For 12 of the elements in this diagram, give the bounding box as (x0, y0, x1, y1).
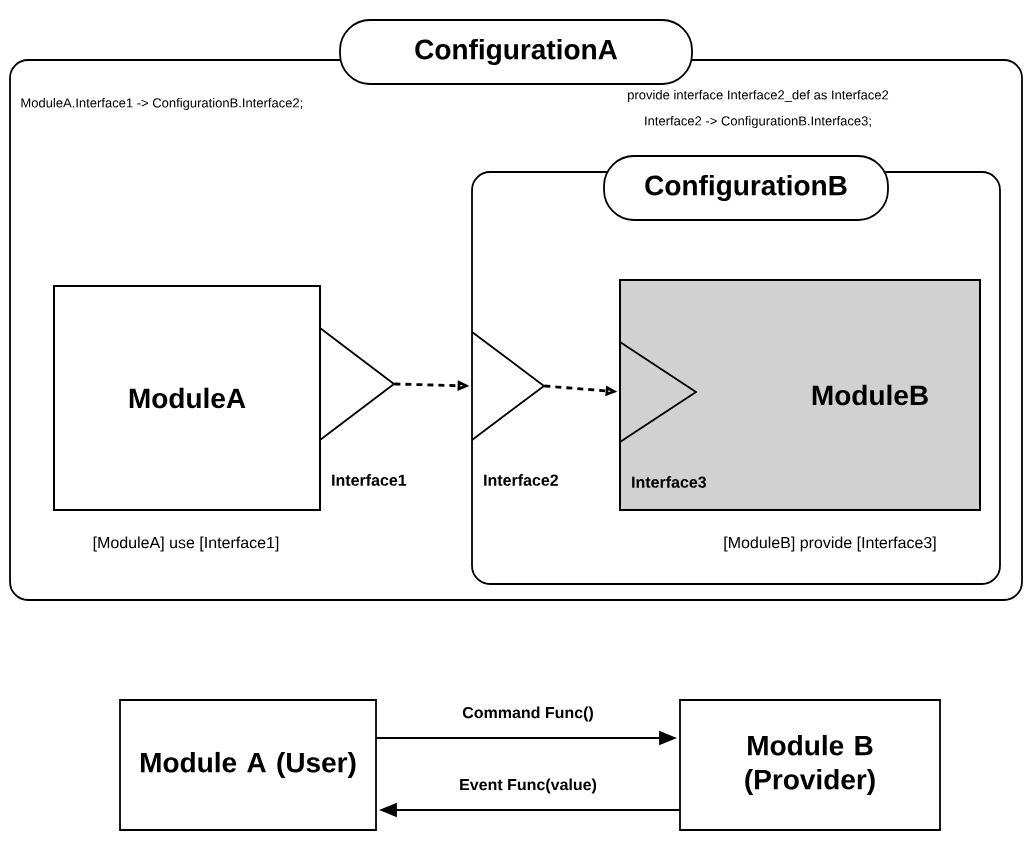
module-box: Module A (User) (119, 699, 377, 831)
interface-label: Interface2 (484, 474, 558, 486)
node-label: [ModuleA] use [Interface1] (93, 536, 279, 552)
interface-label: Interface1 (332, 474, 407, 486)
interface-label: Interface3 (632, 476, 707, 488)
module-box: Module B (Provider) (679, 699, 941, 831)
edge-label: Event Func(value) (457, 776, 599, 796)
title-pill: ConfigurationB (603, 155, 889, 221)
edge-label: Command Func() (460, 704, 596, 724)
title-pill: ConfigurationA (339, 19, 693, 85)
node-label: [ModuleB] provide [Interface3] (724, 536, 936, 552)
module-box: ModuleA (53, 285, 321, 511)
